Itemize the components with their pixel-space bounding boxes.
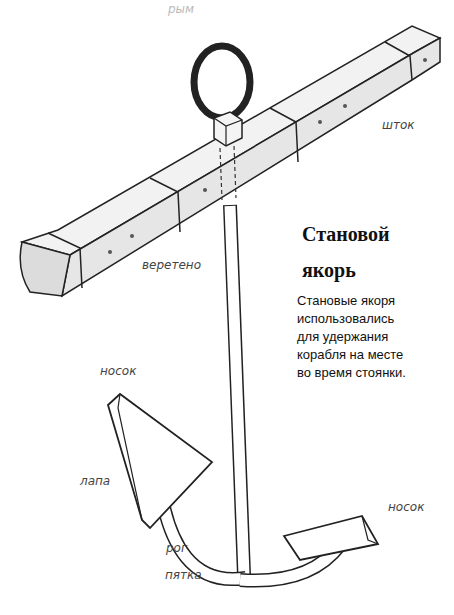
part-label: носок (100, 364, 136, 378)
title: Становой якорь (302, 216, 412, 288)
part-label: носок (388, 500, 424, 514)
part-label: шток (382, 118, 415, 132)
ring (194, 46, 250, 118)
part-label: лапа (80, 474, 110, 488)
palm (284, 516, 378, 560)
part-label: веретено (142, 258, 201, 272)
shackle (214, 112, 242, 146)
part-label: пятка (165, 568, 202, 582)
palm (108, 394, 212, 528)
stock-end (20, 242, 70, 296)
caption: Становые якоря использовались для удержа… (297, 292, 419, 382)
stock-front (62, 38, 440, 296)
part-label: рог (166, 541, 187, 555)
hidden-shank (220, 146, 236, 200)
shank (230, 205, 244, 575)
part-label: рым (168, 2, 194, 16)
